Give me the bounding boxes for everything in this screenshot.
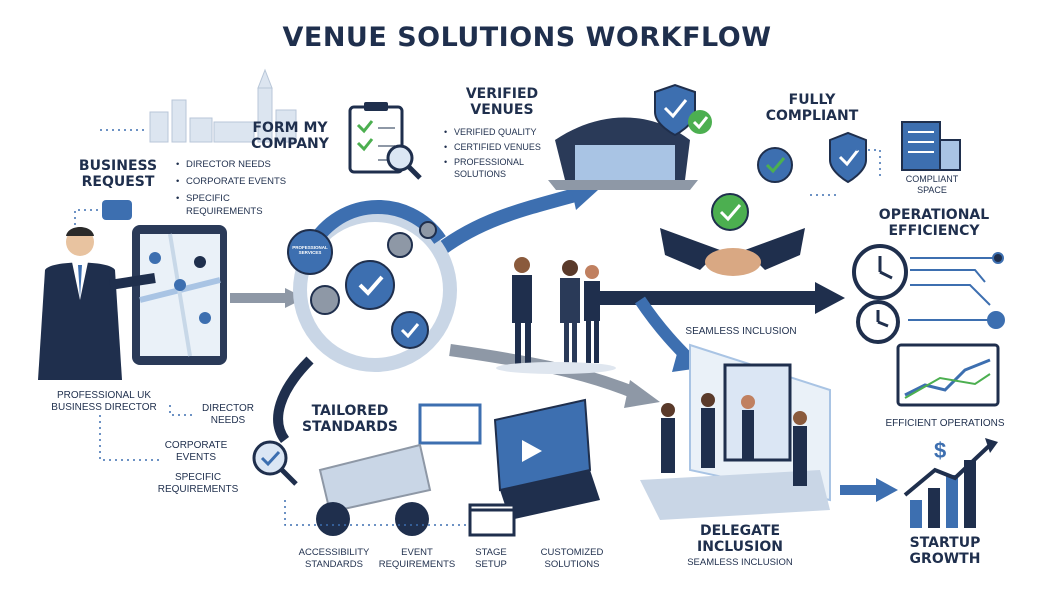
city-skyline xyxy=(149,68,297,143)
gear-icon xyxy=(310,221,437,349)
seamless-inclusion-label: SEAMLESS INCLUSION xyxy=(685,326,797,337)
list-item: VERIFIED QUALITY xyxy=(444,126,564,138)
diagram-title: VENUE SOLUTIONS WORKFLOW xyxy=(282,22,772,53)
fully-compliant-heading: FULLY COMPLIANT xyxy=(765,92,859,124)
tablet-map xyxy=(132,225,227,365)
business-request-heading: BUSINESS REQUEST xyxy=(78,158,158,190)
startup-growth-heading: STARTUP GROWTH xyxy=(909,535,981,567)
gear-ring xyxy=(293,208,457,372)
delegates-walking xyxy=(661,393,807,486)
form-company-heading: FORM MY COMPANY xyxy=(251,120,329,152)
growth-chart xyxy=(903,438,998,528)
list-item: PROFESSIONAL SOLUTIONS xyxy=(444,156,544,180)
business-people-group xyxy=(496,257,616,374)
stage-setup xyxy=(418,398,600,520)
list-item: SPECIFIC REQUIREMENTS xyxy=(176,192,266,218)
business-request-list: DIRECTOR NEEDS CORPORATE EVENTS SPECIFIC… xyxy=(176,158,296,218)
delegate-inclusion-sub: SEAMLESS INCLUSION xyxy=(687,557,793,568)
flow-arrow-to-venues xyxy=(435,188,577,256)
flow-arrow-left-loop xyxy=(273,356,314,443)
venue-building xyxy=(548,117,698,190)
accessibility-standards-label: ACCESSIBILITY STANDARDS xyxy=(298,547,370,570)
dotted-connectors xyxy=(74,129,881,526)
list-item: CERTIFIED VENUES xyxy=(444,141,564,153)
magnifier-icon xyxy=(252,440,298,486)
clock-icon xyxy=(852,244,908,344)
compliant-space-label: COMPLIANT SPACE xyxy=(905,174,959,195)
efficient-operations-label: EFFICIENT OPERATIONS xyxy=(885,418,1005,429)
circuit-lines xyxy=(908,252,1005,329)
accessibility-ramp xyxy=(318,443,432,514)
shield-icon xyxy=(654,83,867,184)
customized-solutions-label: CUSTOMIZED SOLUTIONS xyxy=(540,547,604,570)
side-label-director-needs: DIRECTOR NEEDS xyxy=(201,403,255,426)
compliant-space-building xyxy=(901,121,961,171)
clipboard-icon xyxy=(348,102,422,180)
event-requirements-label: EVENT REQUIREMENTS xyxy=(378,547,456,570)
stage-setup-label: STAGE SETUP xyxy=(475,547,507,570)
verified-venues-list: VERIFIED QUALITY CERTIFIED VENUES PROFES… xyxy=(444,126,564,180)
professional-services-badge xyxy=(287,229,333,275)
check-badge-icon xyxy=(711,147,793,231)
operational-efficiency-heading: OPERATIONAL EFFICIENCY xyxy=(878,207,990,239)
tailored-standards-heading: TAILORED STANDARDS xyxy=(301,403,399,435)
professional-services-text: PROFESSIONAL SERVICES xyxy=(292,245,328,255)
chat-bubble-icon xyxy=(102,200,132,220)
list-item: DIRECTOR NEEDS xyxy=(176,158,296,171)
side-label-corporate-events: CORPORATE EVENTS xyxy=(164,440,228,463)
business-director-figure xyxy=(38,227,156,380)
flow-arrow-lower xyxy=(635,296,695,365)
delegate-inclusion-heading: DELEGATE INCLUSION xyxy=(697,523,783,555)
handshake-icon xyxy=(660,228,805,276)
director-label: PROFESSIONAL UK BUSINESS DIRECTOR xyxy=(51,390,157,413)
efficiency-chart xyxy=(896,343,1000,407)
list-item: CORPORATE EVENTS xyxy=(176,175,296,188)
bottom-icons xyxy=(316,502,516,537)
dollar-icon: $ xyxy=(934,438,947,463)
side-label-specific-requirements: SPECIFIC REQUIREMENTS xyxy=(157,472,239,495)
verified-venues-heading: VERIFIED VENUES xyxy=(465,86,539,118)
